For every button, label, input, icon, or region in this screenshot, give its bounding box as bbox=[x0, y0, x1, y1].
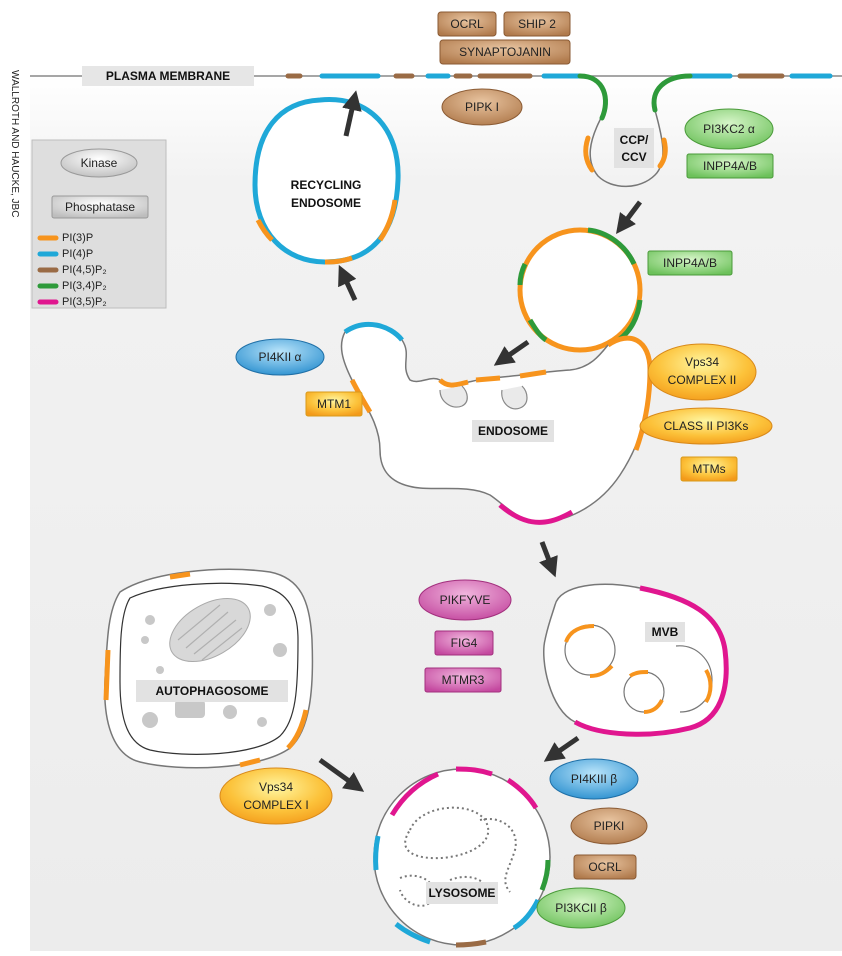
vps34-c2-label-line2: COMPLEX II bbox=[668, 373, 737, 387]
plasma-membrane: PLASMA MEMBRANE bbox=[30, 66, 842, 86]
arrow-mvb-to-lysosome bbox=[543, 735, 580, 762]
pipki-bottom-shape bbox=[570, 807, 648, 845]
legend-kinase-shape bbox=[60, 148, 138, 178]
autophagosome-label-box bbox=[136, 680, 288, 702]
recycling-endosome-label-line1: RECYCLING bbox=[291, 178, 362, 192]
synaptojanin-box bbox=[439, 39, 571, 65]
legend-phosphatase-shape bbox=[51, 195, 149, 219]
lysosome-label-box bbox=[426, 882, 498, 904]
legend-item-label: PI(4)P bbox=[62, 248, 93, 260]
endosome-label: ENDOSOME bbox=[478, 424, 548, 438]
plasma-membrane-label-box bbox=[82, 66, 254, 86]
pikfyve-label: PIKFYVE bbox=[440, 593, 491, 607]
autophagosome-label: AUTOPHAGOSOME bbox=[155, 684, 268, 698]
mtms-box bbox=[680, 456, 738, 482]
pi4kiia-shape bbox=[235, 338, 325, 376]
mvb-label: MVB bbox=[652, 625, 679, 639]
mtms-label: MTMs bbox=[692, 462, 725, 476]
plasma-membrane-label: PLASMA MEMBRANE bbox=[106, 69, 230, 83]
arrow-ccv-to-vesicle bbox=[616, 200, 642, 234]
legend: Kinase Phosphatase PI(3)P PI(4)P PI(4,5)P₂… bbox=[31, 139, 167, 309]
trafficking-arrows bbox=[318, 90, 642, 792]
ccp-label-line1: CCP/ bbox=[620, 133, 649, 147]
vps34-c1-shape bbox=[219, 767, 333, 825]
recycling-endosome: RECYCLING ENDOSOME bbox=[252, 97, 401, 265]
arrow-vesicle-to-endosome bbox=[493, 339, 530, 366]
arrow-endosome-to-mvb bbox=[539, 541, 558, 578]
mtmr3-label: MTMR3 bbox=[442, 673, 485, 687]
mtm1-box bbox=[305, 391, 363, 417]
inpp4ab-top-label: INPP4A/B bbox=[703, 159, 757, 173]
mtmr3-box bbox=[424, 667, 502, 693]
mvb: MVB bbox=[543, 583, 729, 737]
enzymes: OCRL SHIP 2 SYNAPTOJANIN PIPK I PI3KC2 α… bbox=[219, 11, 774, 929]
ocrl-top-label: OCRL bbox=[450, 17, 484, 31]
vps34-c2-shape bbox=[647, 343, 757, 401]
vps34-c1-label-line1: Vps34 bbox=[259, 780, 293, 794]
ship2-label: SHIP 2 bbox=[518, 17, 556, 31]
ocrl-bottom-label: OCRL bbox=[588, 860, 622, 874]
endosome-label-box bbox=[472, 420, 554, 442]
inpp4ab-top-box bbox=[686, 153, 774, 179]
class2-pi3ks-shape bbox=[639, 407, 773, 445]
mtm1-label: MTM1 bbox=[317, 397, 351, 411]
pi4kiiib-shape bbox=[549, 758, 639, 800]
pi3kc2b-label: PI3KCII β bbox=[555, 901, 607, 915]
legend-item-label: PI(3)P bbox=[62, 232, 93, 244]
ocrl-top-box bbox=[437, 11, 497, 37]
arrow-endosome-to-recycling bbox=[338, 264, 358, 302]
synaptojanin-label: SYNAPTOJANIN bbox=[459, 45, 551, 59]
vps34-c2-label-line1: Vps34 bbox=[685, 355, 719, 369]
legend-item-label: PI(3,4)P₂ bbox=[62, 280, 107, 292]
pikfyve-shape bbox=[418, 579, 512, 621]
ocrl-bottom-box bbox=[573, 854, 637, 880]
pi4kiia-label: PI4KII α bbox=[259, 350, 302, 364]
ship2-box bbox=[503, 11, 571, 37]
ccp-label-box bbox=[614, 128, 654, 168]
inpp4ab-mid-label: INPP4A/B bbox=[663, 256, 717, 270]
lysosome: LYSOSOME bbox=[373, 766, 551, 948]
legend-item-label: PI(3,5)P₂ bbox=[62, 296, 107, 308]
endosome: ENDOSOME bbox=[340, 322, 653, 525]
mvb-label-box bbox=[645, 622, 685, 642]
pi3kc2b-shape bbox=[536, 887, 626, 929]
lysosome-label: LYSOSOME bbox=[429, 886, 496, 900]
pi4kiiib-label: PI4KIII β bbox=[571, 772, 617, 786]
pi3kc2a-label: PI3KC2 α bbox=[703, 122, 755, 136]
ccp-label-line2: CCV bbox=[621, 150, 646, 164]
fig4-box bbox=[434, 630, 494, 656]
ccp-ccv: CCP/ CCV bbox=[577, 73, 693, 188]
legend-phosphatase-label: Phosphatase bbox=[65, 200, 135, 214]
recycling-endosome-label-line2: ENDOSOME bbox=[291, 196, 361, 210]
legend-item-label: PI(4,5)P₂ bbox=[62, 264, 107, 276]
credit-text: WALLROTH AND HAUCKE, JBC bbox=[9, 70, 20, 217]
class2-pi3ks-label: CLASS II PI3Ks bbox=[664, 419, 749, 433]
inpp4ab-mid-box bbox=[647, 250, 733, 276]
pipk1-top-shape bbox=[441, 88, 523, 126]
autophagosome: AUTOPHAGOSOME bbox=[103, 568, 314, 769]
fig4-label: FIG4 bbox=[451, 636, 478, 650]
arrow-autophagosome-to-lysosome bbox=[318, 757, 365, 792]
pi3kc2a-shape bbox=[684, 108, 774, 150]
arrow-recycling-to-pm bbox=[342, 90, 362, 137]
pipki-bottom-label: PIPKI bbox=[594, 819, 625, 833]
pipk1-top-label: PIPK I bbox=[465, 100, 499, 114]
vps34-c1-label-line2: COMPLEX I bbox=[243, 798, 308, 812]
vesicle-inpp4 bbox=[517, 227, 643, 353]
legend-kinase-label: Kinase bbox=[81, 156, 118, 170]
